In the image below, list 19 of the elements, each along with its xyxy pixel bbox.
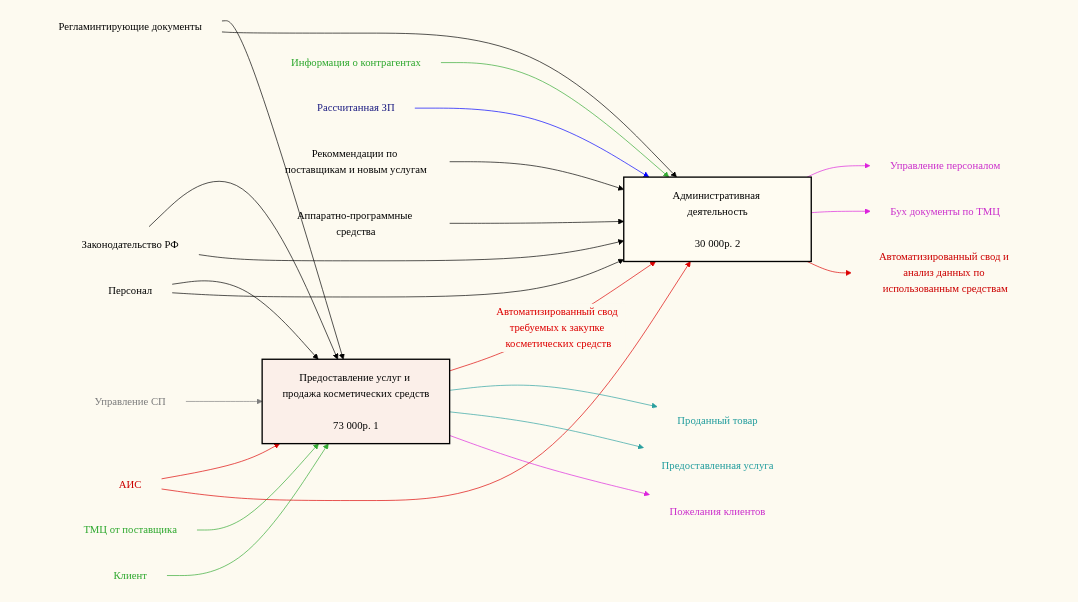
node-text: Персонал xyxy=(108,284,153,296)
node-text: АИС xyxy=(119,478,142,490)
node-text: Аппаратно-программные средства xyxy=(297,209,413,237)
node-text: Бух документы по ТМЦ xyxy=(890,205,1001,217)
node-text: Управление СП xyxy=(94,395,167,407)
node-text: ТМЦ от поставщика xyxy=(83,523,178,536)
node-text: Информация о контрагентах xyxy=(291,56,422,68)
node-text: Законодательство РФ xyxy=(81,238,180,251)
node-text: Пожелания клиентов xyxy=(669,505,766,517)
node-box xyxy=(623,176,813,263)
node-text: Предоставленная услуга xyxy=(661,459,774,472)
node-box xyxy=(261,358,451,445)
node-text: Регламинтирующие документы xyxy=(58,20,203,32)
node-text: Автоматизированный свод и анализ данных по использованным средствам xyxy=(879,250,1010,295)
node-text: Клиент xyxy=(113,569,148,581)
node-text: Проданный товар xyxy=(677,414,759,426)
node-text: Управление персоналом xyxy=(890,159,1001,172)
node-text: Рассчитанная ЗП xyxy=(317,102,396,114)
node-text: Рекоммендации по поставщикам и новым услугам xyxy=(285,147,428,176)
